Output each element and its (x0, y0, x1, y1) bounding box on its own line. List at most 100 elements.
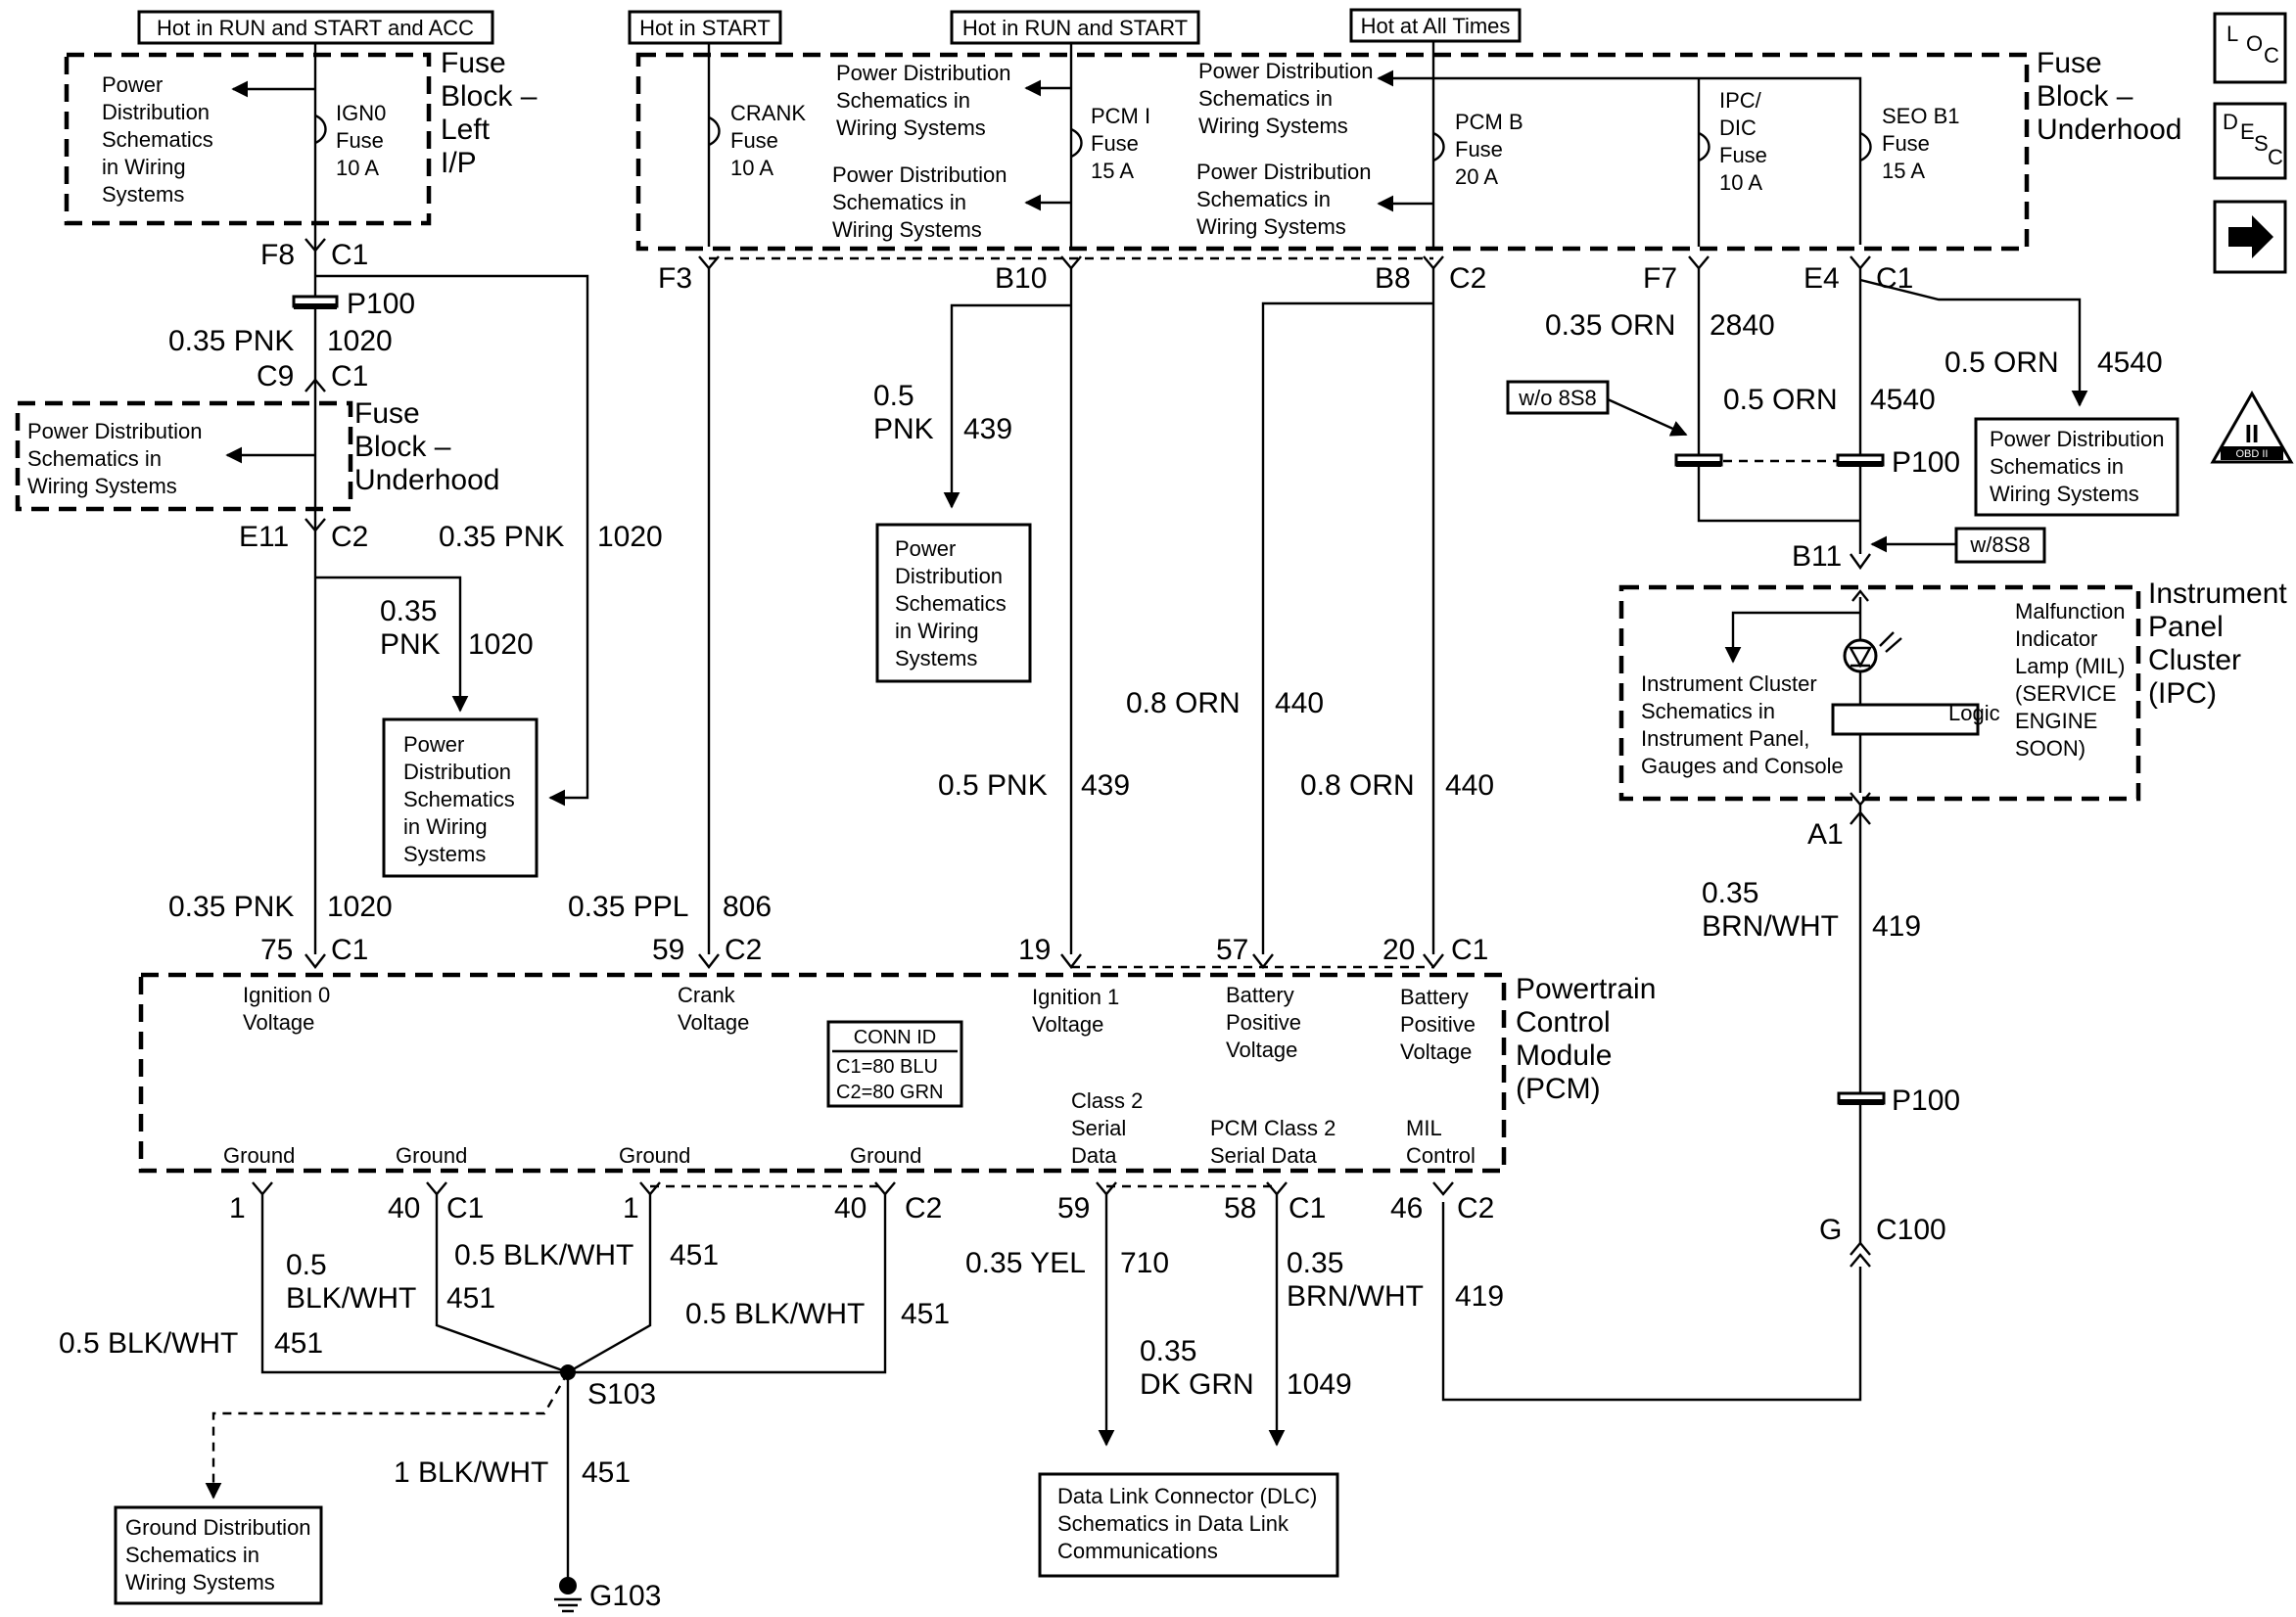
wire-451-size-c: 0.5 BLK/WHT (685, 1298, 865, 1330)
wire-439-size-a: 0.5 PNK (873, 380, 934, 445)
fuse-pcm-b: PCM B Fuse 20 A (1455, 110, 1529, 189)
wire-419-size-b: 0.35 BRN/WHT (1287, 1247, 1424, 1313)
option-without-8s8 (1506, 380, 1610, 415)
tag-hot-all-times: Hot at All Times (1361, 14, 1511, 38)
wire-440-size-a: 0.8 ORN (1126, 687, 1241, 719)
conn-b8: B8 (1375, 262, 1411, 295)
wire-2840-size: 0.35 ORN (1545, 309, 1675, 342)
ref-power-underhood: Power Distribution Schematics in Wiring … (27, 419, 209, 498)
fuse-block-underhood: Fuse Block – Underhood CRANK Fuse 10 A P… (635, 41, 2181, 252)
wire-1020-circ-d: 1020 (327, 891, 393, 923)
tag-hot-run-start-acc: Hot in RUN and START and ACC (157, 16, 474, 40)
conn-f8: F8 (260, 239, 295, 271)
ref-power-box-c-text: Power Distribution Schematics in Wiring … (1990, 427, 2171, 506)
wire-1020-circ-c: 1020 (468, 628, 534, 661)
wire-451-size-d: 0.5 BLK/WHT (59, 1327, 238, 1360)
conn-e11: E11 (239, 521, 289, 553)
conn-f3: F3 (658, 262, 692, 295)
hot-tags: Hot in RUN and START and ACC Hot in STAR… (137, 8, 1522, 45)
pin-40-c1-label: C1 (446, 1192, 484, 1224)
pin-75-c1: C1 (331, 934, 368, 966)
conn-a1: A1 (1807, 818, 1844, 851)
obd-roman: II (2245, 419, 2259, 448)
ref-power-pcmi-b: Power Distribution Schematics in Wiring … (832, 162, 1013, 242)
wire-1020-size-a: 0.35 PNK (168, 325, 294, 357)
conn-id-box (826, 1020, 963, 1108)
wire-1020-size-c: 0.35 PNK (380, 595, 445, 661)
pcm-ground-b: Ground (396, 1143, 467, 1168)
instrument-panel-cluster: Instrument Panel Cluster (IPC) Logic Ins… (1618, 578, 2295, 807)
wire-1020-size-d: 0.35 PNK (168, 891, 294, 923)
pcm-pin-ign1: Ignition 1 Voltage (1032, 985, 1125, 1037)
next-arrow-icon (2228, 215, 2273, 258)
ref-power-box-b-text: Power Distribution Schematics in Wiring … (895, 536, 1012, 670)
conn-p100-b: P100 (1892, 446, 1960, 479)
conn-e4: E4 (1804, 262, 1840, 295)
wire-419-size-a: 0.35 BRN/WHT (1702, 877, 1839, 943)
wire-4540-circ-b: 4540 (1870, 384, 1936, 416)
fuse-ign0: IGN0 Fuse 10 A (336, 101, 392, 180)
ref-power-box-a-text: Power Distribution Schematics in Wiring … (403, 732, 521, 866)
wire-451-circ-c: 451 (901, 1298, 950, 1330)
serial-data-circuits: 59 58 C1 46 C2 0.35 YEL 710 0.35 DK GRN … (965, 1181, 1494, 1578)
ref-dlc-box (1038, 1472, 1339, 1578)
pcm-pin-class2: Class 2 Serial Data (1071, 1088, 1148, 1168)
fuse-block-underhood-left-title: Fuse Block – Underhood (354, 397, 499, 496)
pcm-pin-crank: Crank Voltage (678, 983, 749, 1035)
underhood-connector-row: F3 B10 B8 C2 F7 E4 C1 (658, 255, 1913, 295)
ref-power-box-b (875, 523, 1032, 683)
ground-g103-label: G103 (589, 1580, 661, 1612)
nav-next-button[interactable] (2213, 200, 2287, 274)
nav-desc-button[interactable]: D E S C (2213, 102, 2287, 180)
ipc-title: Instrument Panel Cluster (IPC) (2148, 578, 2295, 710)
pin-75: 75 (260, 934, 293, 966)
pin-40-c2-label: C2 (905, 1192, 942, 1224)
wire-419-circ-b: 419 (1455, 1280, 1504, 1313)
wire-710-circ: 710 (1120, 1247, 1169, 1279)
pin-57: 57 (1216, 934, 1248, 966)
pin-59-c2: 59 (652, 934, 684, 966)
conn-g: G (1819, 1214, 1842, 1246)
pcm-title: Powertrain Control Module (PCM) (1516, 973, 1664, 1105)
fuse-block-left-ip-title: Fuse Block – Left I/P (441, 47, 545, 179)
nav-loc-button[interactable]: L O C (2213, 12, 2287, 84)
wire-4540-size-a: 0.5 ORN (1945, 346, 2059, 379)
pcm-pin-ign0: Ignition 0 Voltage (243, 983, 336, 1035)
pcm-pin-pcm-class2: PCM Class 2 Serial Data (1210, 1116, 1341, 1168)
pin-20: 20 (1382, 934, 1415, 966)
wire-440-circ-a: 440 (1275, 687, 1324, 719)
conn-f8-c1: C1 (331, 239, 368, 271)
ref-power-pcmi-a: Power Distribution Schematics in Wiring … (836, 61, 1017, 140)
pin-1-c1: 1 (229, 1192, 246, 1224)
option-with-8s8-text: w/8S8 (1969, 532, 2030, 557)
fuse-pcm-i: PCM I Fuse 15 A (1091, 104, 1156, 183)
circuit-1020: F8 C1 P100 0.35 PNK 1020 C9 C1 Power Dis… (15, 238, 663, 969)
tag-hot-run-start: Hot in RUN and START (962, 16, 1188, 40)
wire-1049-circ: 1049 (1287, 1368, 1352, 1401)
loc-icon: L O C (2226, 22, 2279, 68)
pin-1-c2: 1 (623, 1192, 639, 1224)
desc-icon: D E S C (2223, 110, 2283, 169)
wire-2840-circ: 2840 (1710, 309, 1775, 342)
wire-1020-circ-b: 1020 (597, 521, 663, 553)
wire-419-circ-a: 419 (1872, 910, 1921, 943)
wire-451-size-b: 0.5 BLK/WHT (454, 1239, 633, 1271)
fuse-block-underhood-title: Fuse Block – Underhood (2037, 47, 2181, 146)
pcm-pin-batt-a: Battery Positive Voltage (1226, 983, 1307, 1062)
option-with-8s8 (1954, 527, 2046, 564)
wire-440-circ-b: 440 (1445, 769, 1494, 802)
conn-b8-c2: C2 (1449, 262, 1486, 295)
pin-20-c1: C1 (1451, 934, 1488, 966)
wire-4540-circ-a: 4540 (2097, 346, 2163, 379)
pin-46-c2: C2 (1457, 1192, 1494, 1224)
conn-c9-c1: C1 (331, 360, 368, 393)
wire-451-circ-d: 451 (274, 1327, 323, 1360)
fuse-block-left-ip: Power Distribution Schematics in Wiring … (64, 43, 545, 250)
wire-451-size-e: 1 BLK/WHT (394, 1456, 548, 1489)
ref-ground-text: Ground Distribution Schematics in Wiring… (125, 1515, 317, 1594)
wire-806-circ: 806 (723, 891, 772, 923)
wire-1049-size: 0.35 DK GRN (1140, 1335, 1254, 1401)
wire-439-size-b: 0.5 PNK (938, 769, 1048, 802)
pin-40-c2: 40 (834, 1192, 867, 1224)
ground-circuits: 1 40 C1 1 40 C2 S103 0.5 BLK/WHT 451 0.5… (59, 1181, 950, 1613)
